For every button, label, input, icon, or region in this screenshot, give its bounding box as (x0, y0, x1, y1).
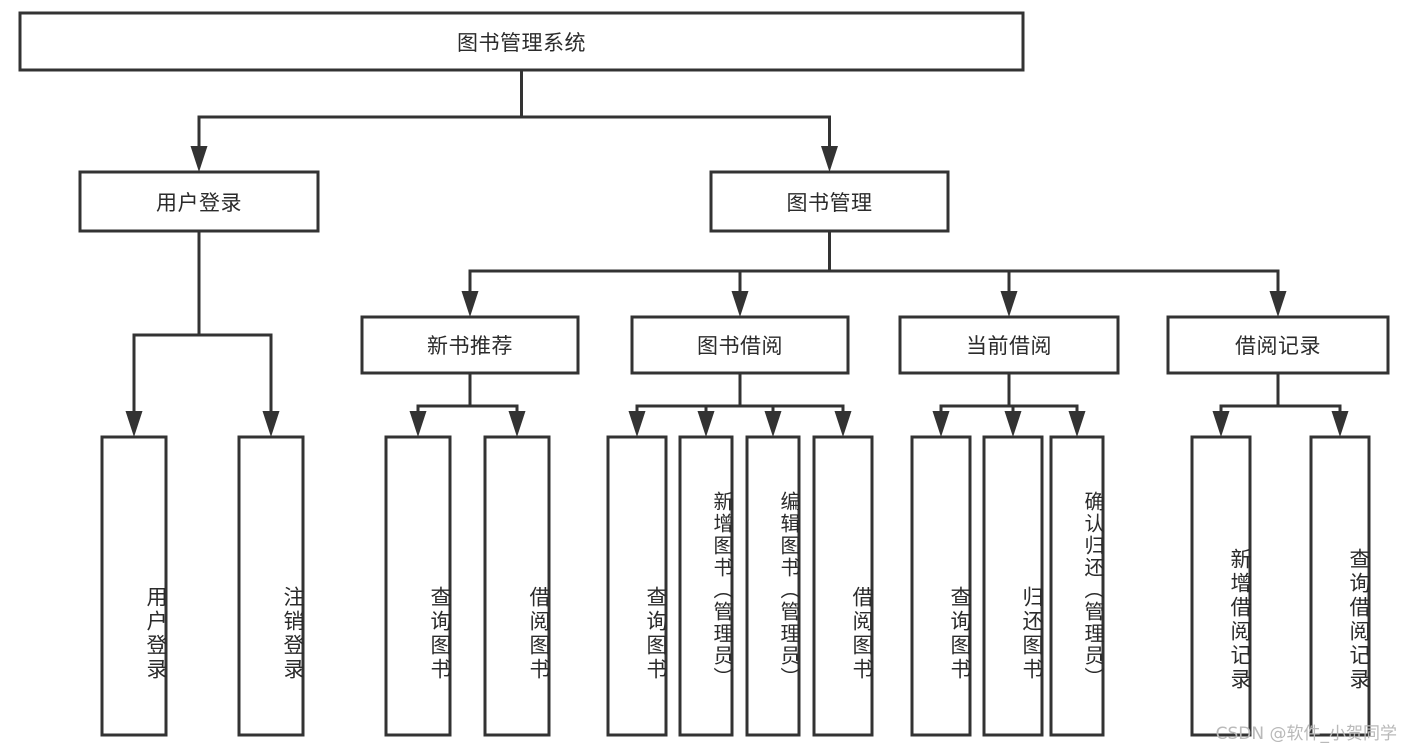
edges-layer (125, 68, 1349, 437)
arrowhead-leaf-rec-2 (1331, 411, 1349, 437)
edge-group-current (932, 371, 1086, 437)
arrowhead-newbook (461, 291, 479, 317)
node-box-leaf-rec-2[interactable] (1309, 435, 1371, 737)
boxes-layer (18, 11, 1390, 737)
node-box-root[interactable] (18, 11, 1025, 72)
node-box-login[interactable] (78, 170, 320, 233)
arrowhead-leaf-borrow-1 (628, 411, 646, 437)
node-box-leaf-cur-2[interactable] (982, 435, 1044, 737)
edge-group-borrow (628, 371, 852, 437)
node-box-borrow[interactable] (630, 315, 850, 375)
node-box-leaf-rec-1[interactable] (1190, 435, 1252, 737)
arrowhead-leaf-borrow-4 (834, 411, 852, 437)
node-box-bookmgmt[interactable] (709, 170, 950, 233)
node-box-leaf-borrow-4[interactable] (812, 435, 874, 737)
arrowhead-borrow (731, 291, 749, 317)
node-box-records[interactable] (1166, 315, 1390, 375)
edge-group-records (1212, 371, 1349, 437)
arrowhead-leaf-borrow-2 (697, 411, 715, 437)
node-box-leaf-borrow-3[interactable] (745, 435, 801, 737)
node-box-leaf-login-1[interactable] (100, 435, 168, 737)
edge-group-login (125, 229, 280, 437)
node-box-leaf-borrow-2[interactable] (678, 435, 734, 737)
node-box-leaf-new-2[interactable] (483, 435, 551, 737)
node-box-newbook[interactable] (360, 315, 580, 375)
arrowhead-records (1269, 291, 1287, 317)
arrowhead-leaf-login-1 (125, 411, 143, 437)
arrowhead-leaf-new-2 (508, 411, 526, 437)
node-box-leaf-login-2[interactable] (237, 435, 305, 737)
arrowhead-leaf-cur-3 (1068, 411, 1086, 437)
arrowhead-leaf-borrow-3 (764, 411, 782, 437)
node-box-leaf-borrow-1[interactable] (606, 435, 668, 737)
node-box-leaf-cur-3[interactable] (1049, 435, 1105, 737)
edge-group-newbook (409, 371, 526, 437)
arrowhead-leaf-login-2 (262, 411, 280, 437)
arrowhead-leaf-rec-1 (1212, 411, 1230, 437)
arrowhead-leaf-cur-1 (932, 411, 950, 437)
node-box-leaf-cur-1[interactable] (910, 435, 972, 737)
node-box-leaf-new-1[interactable] (384, 435, 452, 737)
arrowhead-leaf-cur-2 (1004, 411, 1022, 437)
arrowhead-leaf-new-1 (409, 411, 427, 437)
arrowhead-login (190, 146, 208, 172)
edge-group-bookmgmt (461, 229, 1287, 317)
arrowhead-current (1000, 291, 1018, 317)
arrowhead-bookmgmt (821, 146, 838, 172)
node-box-current[interactable] (898, 315, 1120, 375)
edge-group-root (190, 68, 838, 172)
